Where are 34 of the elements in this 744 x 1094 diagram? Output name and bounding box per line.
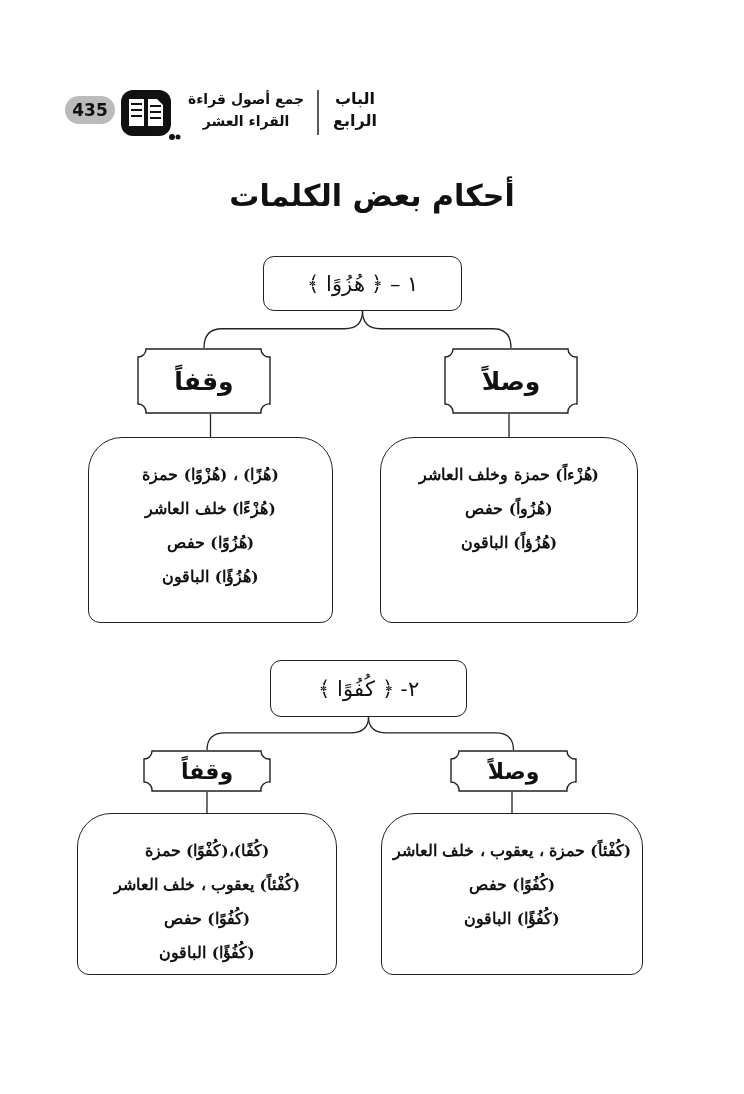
connector-line [203,310,364,349]
content-box [77,813,337,975]
page-number: 435 [65,96,115,124]
book-title: جمع أصول قراءة القراء العشر [186,89,306,132]
heading-box: وصلاً [450,750,577,792]
page-title: أحكام بعض الكلمات [228,178,516,213]
text-line: (كُفْئاً) حمزة ، يعقوب ، خلف العاشر [393,834,632,868]
text-line: (هُزُؤاً) الباقون [460,530,558,555]
text-line: (كُفًا)،(كُفْوًا) حمزة [144,834,270,868]
connector-line [206,791,208,814]
text-line: (كُفُوًا) حفص [163,902,251,936]
content-box [88,437,333,623]
connector-line [206,716,370,751]
text-line: (هُزًا) ، (هُزْوًا) حمزة [142,464,279,487]
content-box [380,437,638,623]
text-line: (كُفُوًا) حفص [468,868,556,902]
text-line: (هُزُواً) حفص [465,496,553,521]
text-line: (هُزُؤًا) الباقون [162,566,259,589]
verse-word-box: ١ – ﴿ هُزُوًا ﴾ [263,256,462,311]
heading-box: وصلاً [444,348,578,414]
text-line: (كُفُؤًا) الباقون [159,936,255,970]
connector-line [508,413,510,438]
heading-box: وقفاً [143,750,271,792]
text-line: (هُزْءاً) حمزة وخلف العاشر [419,462,599,487]
text-line: (كُفُؤًا) الباقون [464,902,560,936]
verse-word-box: ٢- ﴿ كُفُوًا ﴾ [270,660,467,717]
text-line: (هُزُوًا) حفص [166,532,255,555]
content-box [381,813,643,975]
text-line: (كُفْئاً) يعقوب ، خلف العاشر [113,868,301,902]
connector-line [209,413,212,438]
heading-box: وقفاً [137,348,271,414]
connector-line [511,791,513,814]
text-line: (هُزْءًا) خلف العاشر [145,498,276,521]
chapter-label: الباب الرابع [332,88,378,132]
